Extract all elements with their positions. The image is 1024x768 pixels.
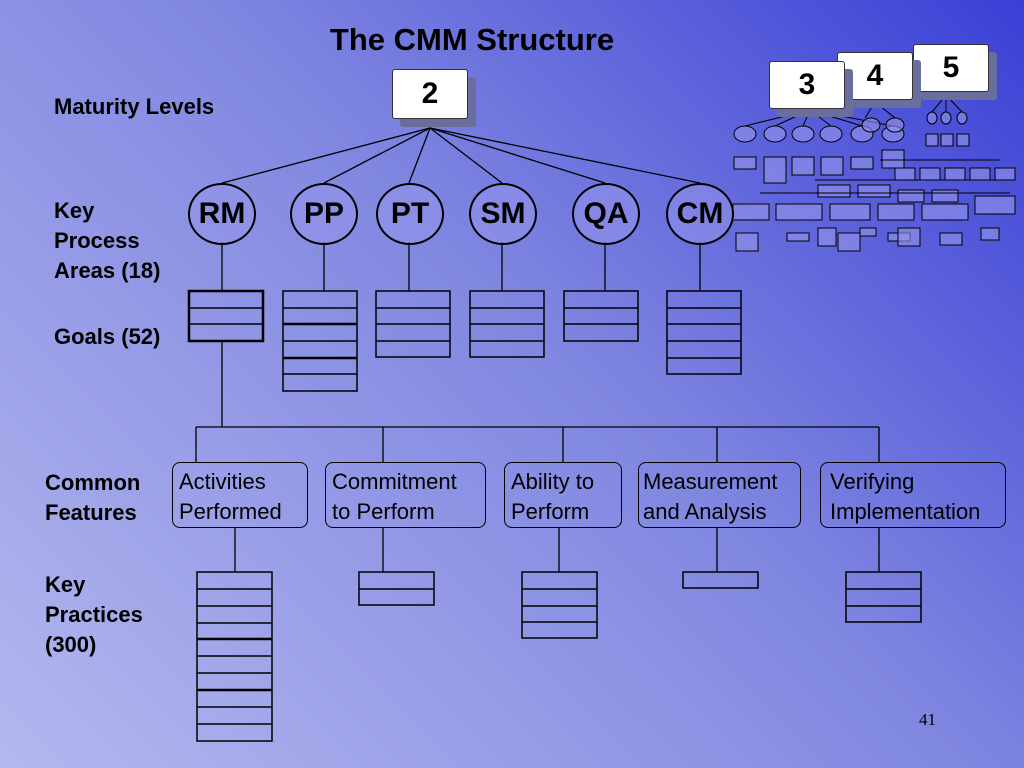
slide-title: The CMM Structure (329, 22, 615, 57)
kpa-qa: QA (572, 183, 640, 245)
page-number: 41 (919, 710, 936, 729)
cf-activities-line1: Activities (179, 469, 266, 494)
mini-structures (732, 94, 1016, 252)
kpa-pp: PP (290, 183, 358, 245)
cf-activities-performed: Activities Performed (172, 462, 308, 528)
label-kpa-line3: Areas (18) (54, 258, 161, 283)
cf-measurement-and-analysis: Measurement and Analysis (638, 462, 801, 528)
kpa-pt: PT (376, 183, 444, 245)
cf-verifying-line1: Verifying (830, 469, 915, 494)
cf-verifying-implementation: Verifying Implementation (820, 462, 1006, 528)
label-key-process-areas: Key Process Areas (18) (54, 196, 160, 286)
cf-ability-line2: Perform (511, 499, 590, 524)
kpa-cm: CM (666, 183, 734, 245)
key-practices-stacks (196, 571, 922, 742)
cf-verifying-line2: Implementation (830, 499, 981, 524)
label-goals: Goals (52) (54, 324, 161, 349)
level-3-box: 3 (769, 61, 845, 109)
label-kpa-line1: Key (54, 198, 95, 223)
cf-commitment-to-perform: Commitment to Perform (325, 462, 486, 528)
cf-measurement-line2: and Analysis (643, 499, 767, 524)
cf-commitment-line2: to Perform (332, 499, 435, 524)
cf-measurement-line1: Measurement (643, 469, 778, 494)
cf-commitment-line1: Commitment (332, 469, 457, 494)
label-cf-line1: Common (45, 470, 141, 495)
cf-activities-line2: Performed (179, 499, 282, 524)
label-common-features: Common Features (45, 468, 140, 528)
cf-ability-to-perform: Ability to Perform (504, 462, 622, 528)
label-kp-line3: (300) (45, 632, 97, 657)
label-kp-line2: Practices (45, 602, 143, 627)
level-2-box: 2 (392, 69, 468, 119)
label-key-practices: Key Practices (300) (45, 570, 143, 660)
kpa-rm: RM (188, 183, 256, 245)
goals-stacks (187, 289, 742, 392)
cf-ability-line1: Ability to (511, 469, 595, 494)
label-maturity-levels: Maturity Levels (54, 94, 215, 119)
kpa-sm: SM (469, 183, 537, 245)
label-kp-line1: Key (45, 572, 86, 597)
label-cf-line2: Features (45, 500, 137, 525)
level-4-box: 4 (837, 52, 913, 100)
level-5-box: 5 (913, 44, 989, 92)
label-kpa-line2: Process (54, 228, 140, 253)
